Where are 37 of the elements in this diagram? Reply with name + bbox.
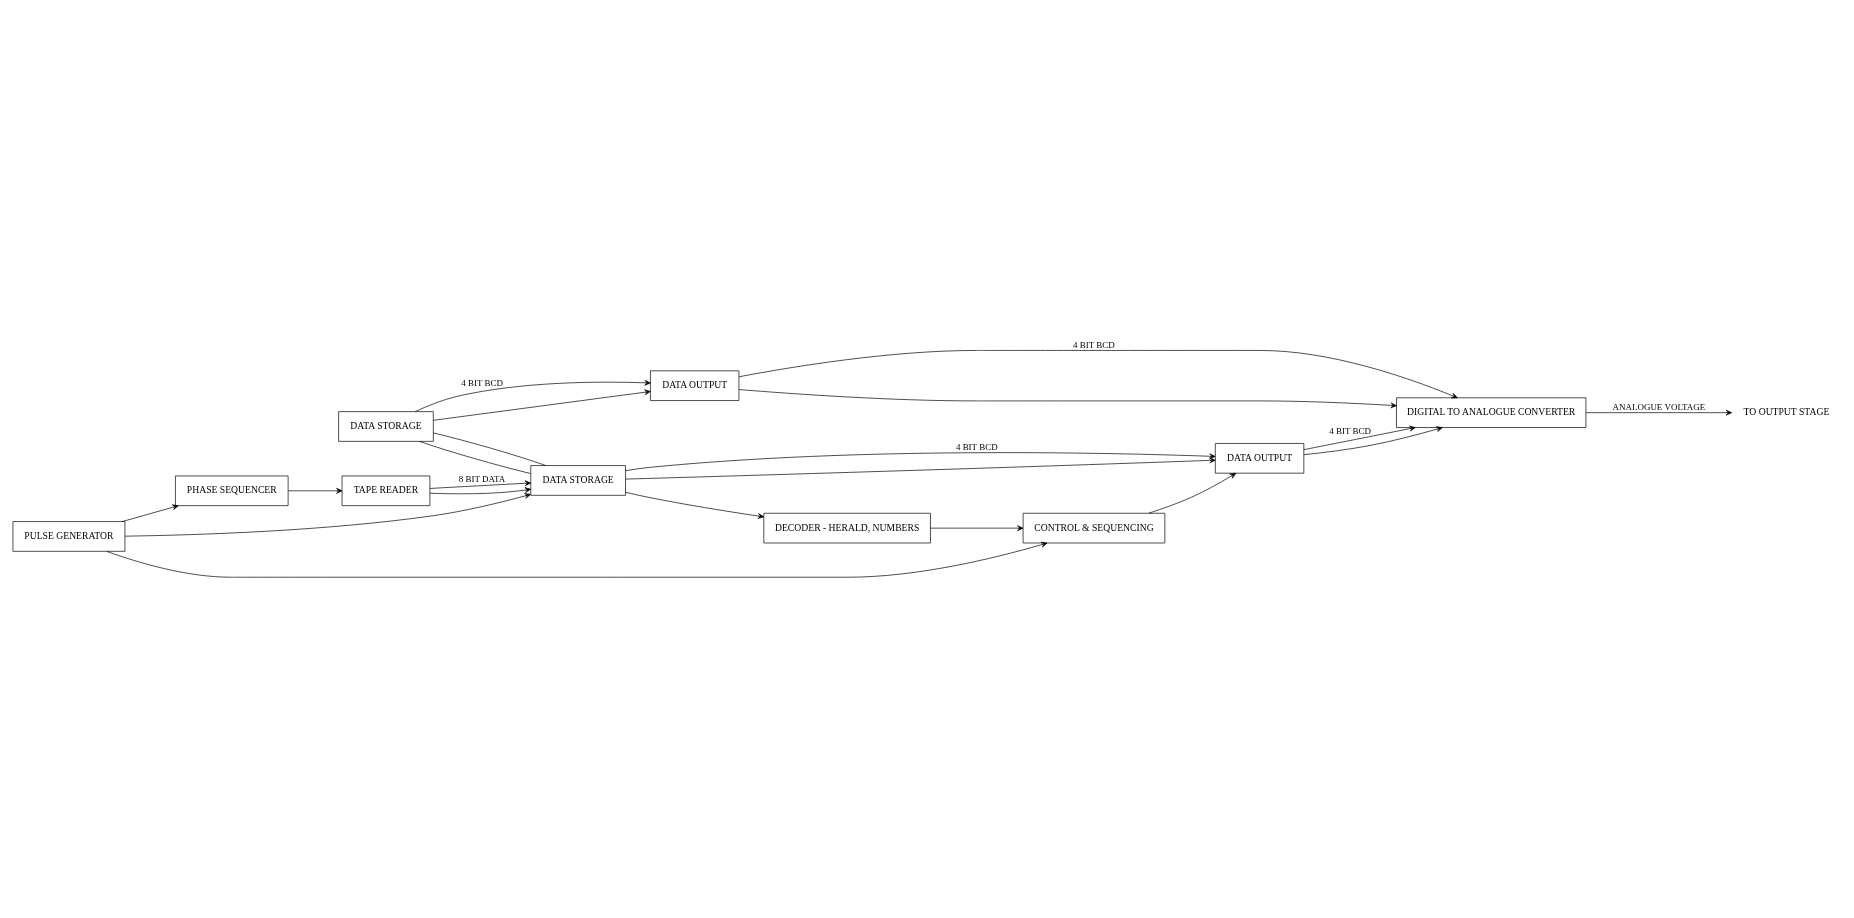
- arrow: [1148, 472, 1237, 514]
- arrow: [429, 487, 531, 495]
- node-text: TO OUTPUT STAGE: [1743, 406, 1830, 418]
- node-box: DECODER - HERALD, NUMBERS: [763, 512, 931, 544]
- node-box: DIGITAL TO ANALOGUE CONVERTER: [1396, 397, 1587, 428]
- edge-label: 4 BIT BCD: [955, 442, 998, 453]
- node-box: TAPE READER: [341, 475, 431, 506]
- edge-label: 4 BIT BCD: [461, 377, 503, 388]
- arrow: [738, 389, 1397, 409]
- node-box: PULSE GENERATOR: [12, 521, 126, 552]
- arrow: [930, 525, 1024, 531]
- arrow: [1303, 426, 1443, 456]
- arrow: [625, 457, 1216, 480]
- arrow: [124, 493, 531, 537]
- node-box: DATA STORAGE: [338, 411, 434, 442]
- arrow: [429, 480, 532, 489]
- node-box: DATA OUTPUT: [650, 370, 740, 401]
- edge-label: 8 BIT DATA: [458, 474, 506, 485]
- edge-label: ANALOGUE VOLTAGE: [1612, 402, 1706, 413]
- arrow: [1303, 425, 1416, 450]
- arrow: [121, 504, 179, 522]
- arrow: [433, 389, 651, 421]
- arrow: [625, 492, 765, 519]
- arrow: [738, 350, 1458, 399]
- node-box: CONTROL & SEQUENCING: [1022, 512, 1166, 544]
- arrow: [625, 452, 1216, 472]
- edge-label: 4 BIT BCD: [1073, 339, 1115, 350]
- node-box: DATA OUTPUT: [1215, 443, 1305, 474]
- arrow: [106, 541, 1048, 578]
- arrow: [1585, 409, 1732, 416]
- edge-label: 4 BIT BCD: [1329, 426, 1372, 437]
- node-box: PHASE SEQUENCER: [175, 475, 289, 506]
- connector: [433, 432, 547, 466]
- connector: [419, 441, 531, 474]
- arrow: [414, 380, 651, 412]
- node-box: DATA STORAGE: [530, 465, 626, 496]
- arrow: [287, 487, 343, 494]
